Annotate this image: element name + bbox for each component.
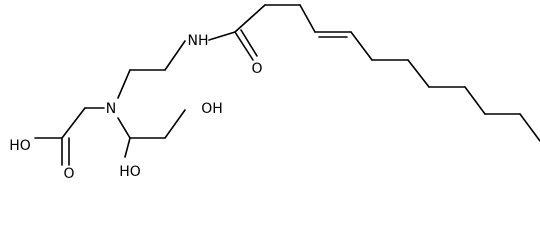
- bond: [464, 86, 486, 115]
- structure-diagram: N NH O O HO OH HO: [9, 4, 540, 182]
- bond: [164, 40, 186, 71]
- bond: [350, 31, 373, 61]
- bond: [299, 4, 316, 33]
- bond: [407, 59, 430, 88]
- bond: [234, 4, 266, 33]
- bond: [117, 117, 131, 139]
- bond: [234, 31, 254, 61]
- acid-carbonyl-oxygen-label: O: [63, 166, 74, 182]
- bond: [124, 137, 131, 158]
- amine-nitrogen-label: N: [106, 101, 116, 117]
- atom-labels: N NH O O HO OH HO: [9, 33, 262, 182]
- bond: [240, 29, 258, 57]
- bond-lines: [34, 4, 540, 166]
- bond: [208, 31, 236, 41]
- bond: [164, 109, 186, 139]
- bond: [519, 113, 540, 142]
- bond: [117, 69, 131, 99]
- primary-hydroxyl-label: OH: [201, 101, 223, 117]
- secondary-hydroxyl-label: HO: [119, 164, 141, 180]
- bond: [61, 107, 86, 139]
- carbonyl-oxygen-label: O: [251, 61, 262, 77]
- acid-hydroxyl-label: HO: [9, 138, 31, 154]
- amide-nh-label: NH: [188, 33, 209, 49]
